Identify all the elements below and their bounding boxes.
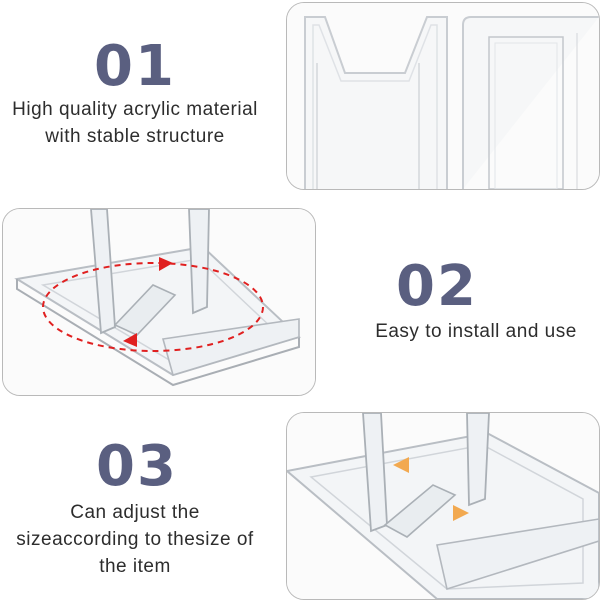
acrylic-stand-closeup-image [287, 3, 599, 189]
feature-03-number: 03 [96, 434, 178, 499]
feature-01-image-panel [286, 2, 600, 190]
feature-02-image-panel [2, 208, 316, 396]
acrylic-stand-assembly-image [3, 209, 315, 395]
feature-01-caption-line-2: with stable structure [45, 126, 225, 147]
feature-02-caption-line-1: Easy to install and use [375, 321, 577, 342]
acrylic-stand-adjustment-image [287, 413, 599, 599]
feature-03-caption: Can adjust the sizeaccording to thesize … [0, 499, 270, 580]
feature-03-caption-line-1: Can adjust the [70, 502, 200, 523]
feature-03-caption-line-3: the item [99, 556, 171, 577]
feature-01-number: 01 [94, 34, 176, 99]
feature-03-caption-line-2: sizeaccording to thesize of [16, 529, 254, 550]
feature-03-image-panel [286, 412, 600, 600]
feature-02-number: 02 [396, 254, 478, 319]
feature-01-caption: High quality acrylic material with stabl… [0, 96, 270, 150]
feature-01-caption-line-1: High quality acrylic material [12, 99, 258, 120]
feature-02-caption: Easy to install and use [352, 318, 600, 345]
